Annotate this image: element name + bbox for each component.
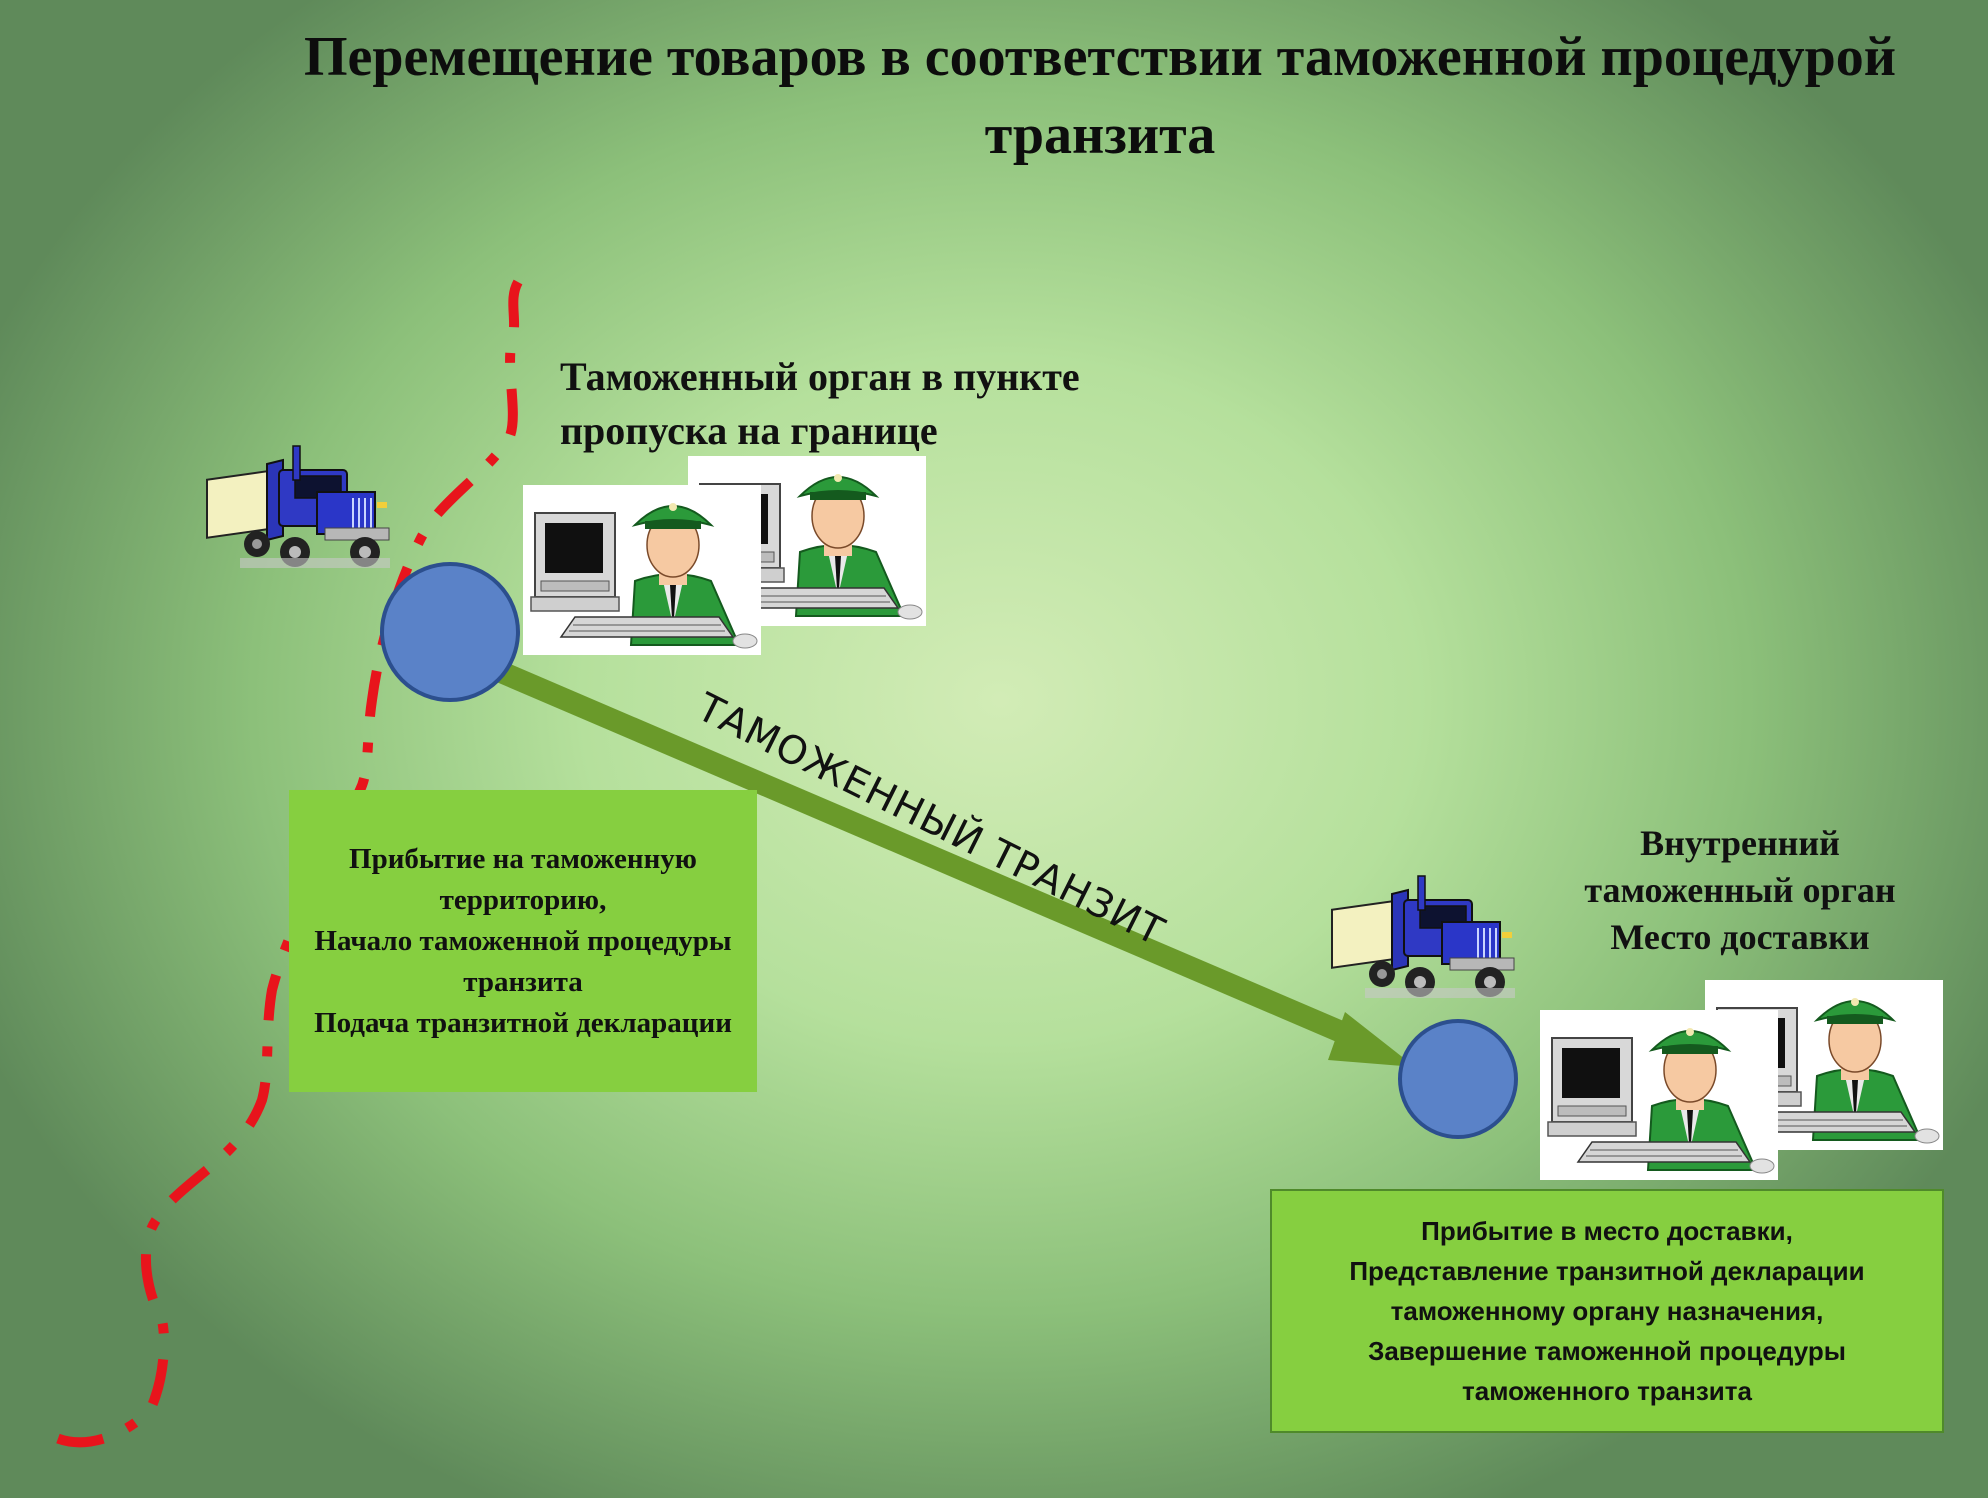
destination-node	[1398, 1019, 1518, 1139]
truck-icon	[206, 445, 391, 569]
border-node	[380, 562, 520, 702]
destination-arrival-box: Прибытие в место доставки, Представление…	[1270, 1189, 1944, 1433]
transit-arrow-head	[1328, 1012, 1415, 1067]
border-arrival-box: Прибытие на таможенную территорию, Начал…	[289, 790, 757, 1092]
inner-office-label: Внутренний таможенный орган Место достав…	[1584, 823, 1896, 957]
truck-icon	[1331, 875, 1516, 999]
customs-officer-icon	[1539, 1009, 1779, 1181]
border-office-label: Таможенный орган в пункте пропуска на гр…	[560, 354, 1080, 453]
customs-officer-icon	[522, 484, 762, 656]
transit-arrow-shaft	[475, 652, 1365, 1051]
diagram-title: Перемещение товаров в соответствии тамож…	[303, 26, 1897, 166]
